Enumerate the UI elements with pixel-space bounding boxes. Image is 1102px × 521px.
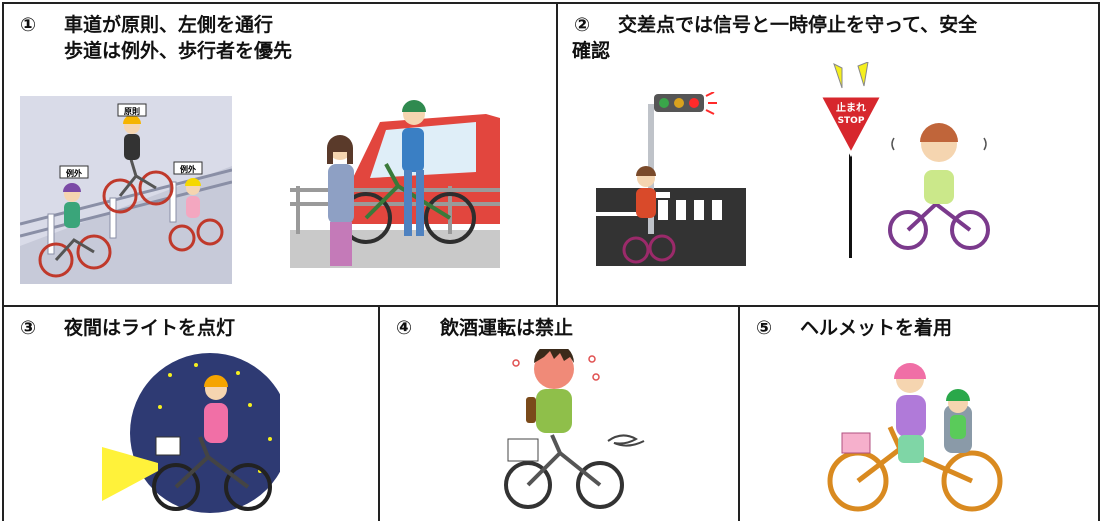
rule-panel-3: ③ 夜間はライトを点灯 xyxy=(2,305,380,521)
rule-text-1-line2: 歩道は例外、歩行者を優先 xyxy=(64,40,293,62)
rule-panel-1: ① 車道が原則、左側を通行 歩道は例外、歩行者を優先 xyxy=(2,2,558,307)
cyclist-reigai-left xyxy=(38,183,112,278)
rule-number-2: ② xyxy=(573,14,591,36)
woman-pedestrian xyxy=(327,135,354,266)
rule-text-2-line1: 交差点では信号と一時停止を守って、安全 xyxy=(618,14,978,36)
cyclist-reigai-right xyxy=(168,178,224,252)
child-seat-passenger xyxy=(944,389,972,453)
stop-sign-tomare: 止まれ xyxy=(836,101,866,114)
rule-number-1: ① xyxy=(19,14,37,36)
rule-number-3: ③ xyxy=(19,317,37,339)
sign-reigai-left: 例外 xyxy=(66,168,82,178)
rule-text-1-line1: 車道が原則、左側を通行 xyxy=(64,14,274,36)
stop-sign-icon: 止まれ STOP xyxy=(820,94,882,158)
sign-reigai-right: 例外 xyxy=(180,164,196,174)
cyclist-gensoku xyxy=(102,115,174,214)
bottle-icon xyxy=(526,397,536,423)
rule-panel-4: ④ 飲酒運転は禁止 xyxy=(378,305,740,521)
helmet-illustration xyxy=(826,357,1006,513)
intersection-illustration xyxy=(596,92,746,266)
rule-heading-3: ③ 夜間はライトを点灯 xyxy=(18,315,235,341)
rule-text-4: 飲酒運転は禁止 xyxy=(440,317,574,339)
rule-panel-2: ② 交差点では信号と一時停止を守って、安全 確認 xyxy=(556,2,1100,307)
rule-panel-5: ⑤ ヘルメットを着用 xyxy=(738,305,1100,521)
rule-heading-5: ⑤ ヘルメットを着用 xyxy=(754,315,952,341)
bicycle-icon xyxy=(152,436,272,511)
traffic-light-icon xyxy=(654,92,717,115)
sign-gensoku: 原則 xyxy=(124,107,140,116)
rule-text-2-line2: 確認 xyxy=(572,40,611,62)
adult-cyclist xyxy=(894,363,926,463)
stopped-cyclist-illustration xyxy=(886,116,996,256)
headlight-beam xyxy=(102,447,158,501)
rule-text-5: ヘルメットを着用 xyxy=(800,317,953,339)
rule-text-3: 夜間はライトを点灯 xyxy=(64,317,236,339)
stop-sign-illustration: 止まれ STOP xyxy=(820,62,882,258)
stop-sign-stop: STOP xyxy=(838,116,865,126)
bicycle-icon xyxy=(504,434,624,509)
child-helmet-icon xyxy=(946,389,970,401)
road-rules-illustration: 原則 例外 例外 xyxy=(20,96,232,284)
bicycle-icon xyxy=(827,425,1003,512)
pedestrian-priority-illustration xyxy=(290,94,500,268)
man-pushing-bicycle xyxy=(402,100,426,236)
rule-number-5: ⑤ xyxy=(755,317,773,339)
night-light-illustration xyxy=(100,351,280,517)
child-cyclist xyxy=(622,166,676,264)
rule-heading-1: ① 車道が原則、左側を通行 歩道は例外、歩行者を優先 xyxy=(18,12,292,64)
rule-number-4: ④ xyxy=(395,317,413,339)
rule-heading-2: ② 交差点では信号と一時停止を守って、安全 確認 xyxy=(572,12,977,64)
helmet-icon xyxy=(894,363,926,379)
drunk-cycling-illustration xyxy=(504,349,654,511)
rule-heading-4: ④ 飲酒運転は禁止 xyxy=(394,315,573,341)
